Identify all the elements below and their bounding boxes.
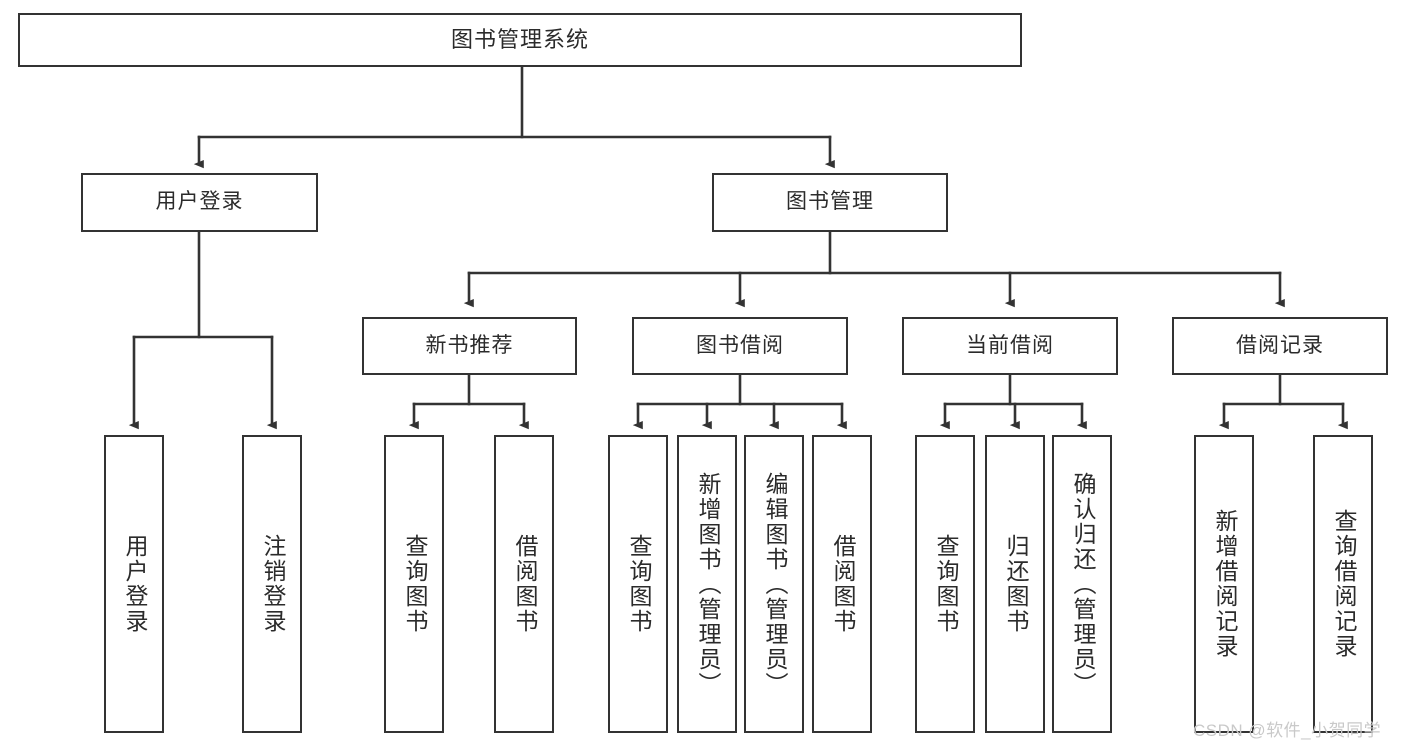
node-new-book-recommend[interactable]: 新书推荐: [362, 317, 577, 375]
leaf-current-borrow-confirm-return[interactable]: 确认归还（管理员）: [1052, 435, 1112, 733]
node-label: 用户登录: [121, 534, 148, 634]
leaf-new-book-borrow[interactable]: 借阅图书: [494, 435, 554, 733]
node-user-login[interactable]: 用户登录: [81, 173, 318, 232]
leaf-new-book-query[interactable]: 查询图书: [384, 435, 444, 733]
leaf-book-borrow-query[interactable]: 查询图书: [608, 435, 668, 733]
node-label: 查询图书: [401, 534, 428, 634]
node-book-management[interactable]: 图书管理: [712, 173, 948, 232]
node-current-borrow[interactable]: 当前借阅: [902, 317, 1118, 375]
leaf-book-borrow-add[interactable]: 新增图书（管理员）: [677, 435, 737, 733]
node-label: 新增借阅记录: [1211, 509, 1238, 659]
node-label: 查询借阅记录: [1330, 509, 1357, 659]
node-label: 图书管理系统: [450, 27, 589, 53]
leaf-book-borrow-edit[interactable]: 编辑图书（管理员）: [744, 435, 804, 733]
leaf-book-borrow-borrow[interactable]: 借阅图书: [812, 435, 872, 733]
leaf-current-borrow-return[interactable]: 归还图书: [985, 435, 1045, 733]
node-label: 用户登录: [155, 190, 244, 214]
node-label: 新书推荐: [425, 333, 514, 357]
node-label: 编辑图书（管理员）: [761, 471, 788, 697]
node-root-system[interactable]: 图书管理系统: [18, 13, 1022, 67]
node-label: 查询图书: [625, 534, 652, 634]
node-borrow-record[interactable]: 借阅记录: [1172, 317, 1388, 375]
node-book-borrow[interactable]: 图书借阅: [632, 317, 848, 375]
node-label: 注销登录: [259, 534, 286, 634]
node-label: 归还图书: [1002, 534, 1029, 634]
node-label: 借阅记录: [1236, 333, 1324, 357]
node-label: 新增图书（管理员）: [694, 471, 721, 697]
node-label: 确认归还（管理员）: [1069, 471, 1096, 697]
node-label: 借阅图书: [829, 534, 856, 634]
node-label: 图书管理: [786, 190, 874, 214]
leaf-borrow-record-query[interactable]: 查询借阅记录: [1313, 435, 1373, 733]
leaf-user-login-logout[interactable]: 注销登录: [242, 435, 302, 733]
leaf-current-borrow-query[interactable]: 查询图书: [915, 435, 975, 733]
node-label: 借阅图书: [511, 534, 538, 634]
csdn-watermark: CSDN @软件_小贺同学: [1193, 721, 1382, 740]
leaf-user-login-login[interactable]: 用户登录: [104, 435, 164, 733]
leaf-borrow-record-add[interactable]: 新增借阅记录: [1194, 435, 1254, 733]
node-label: 图书借阅: [696, 333, 784, 357]
node-label: 查询图书: [932, 534, 959, 634]
node-label: 当前借阅: [966, 333, 1054, 357]
